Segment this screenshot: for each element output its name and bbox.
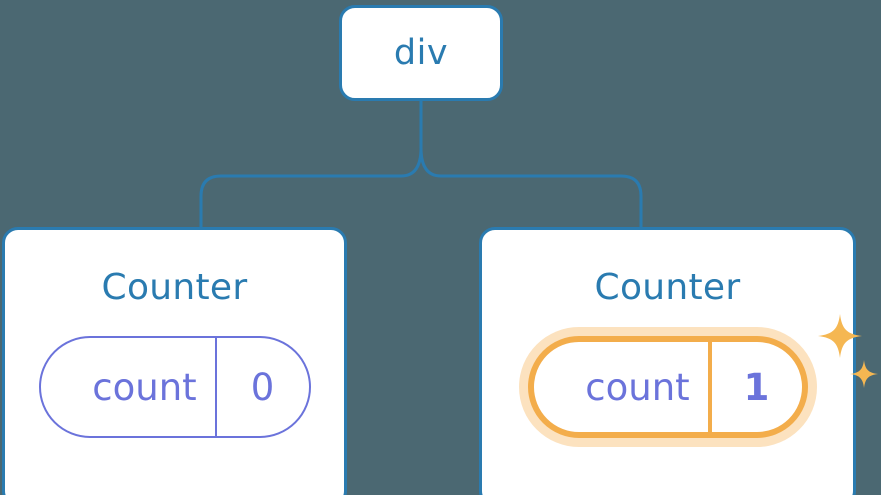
root-node-label: div [393,33,449,73]
node-counter-right[interactable]: Counter count 1 [479,227,878,495]
sparkle-large-icon [817,314,862,358]
connector-branch-left [199,146,423,229]
counter-right-title: Counter [594,267,741,308]
node-counter-left[interactable]: Counter count 0 [2,227,347,495]
state-pill-left-wrapper: count 0 [38,336,311,438]
state-pill-right-wrapper: count 1 [527,314,878,438]
state-value-left: 0 [214,338,309,436]
connector-branch-right [419,146,643,229]
state-value-right: 1 [707,342,802,432]
state-pill-left[interactable]: count 0 [38,336,311,438]
state-key-right: count [585,365,690,409]
state-pill-right[interactable]: count 1 [527,336,808,438]
state-key-left: count [92,365,197,409]
counter-left-title: Counter [101,267,248,308]
node-root-div[interactable]: div [339,5,503,101]
